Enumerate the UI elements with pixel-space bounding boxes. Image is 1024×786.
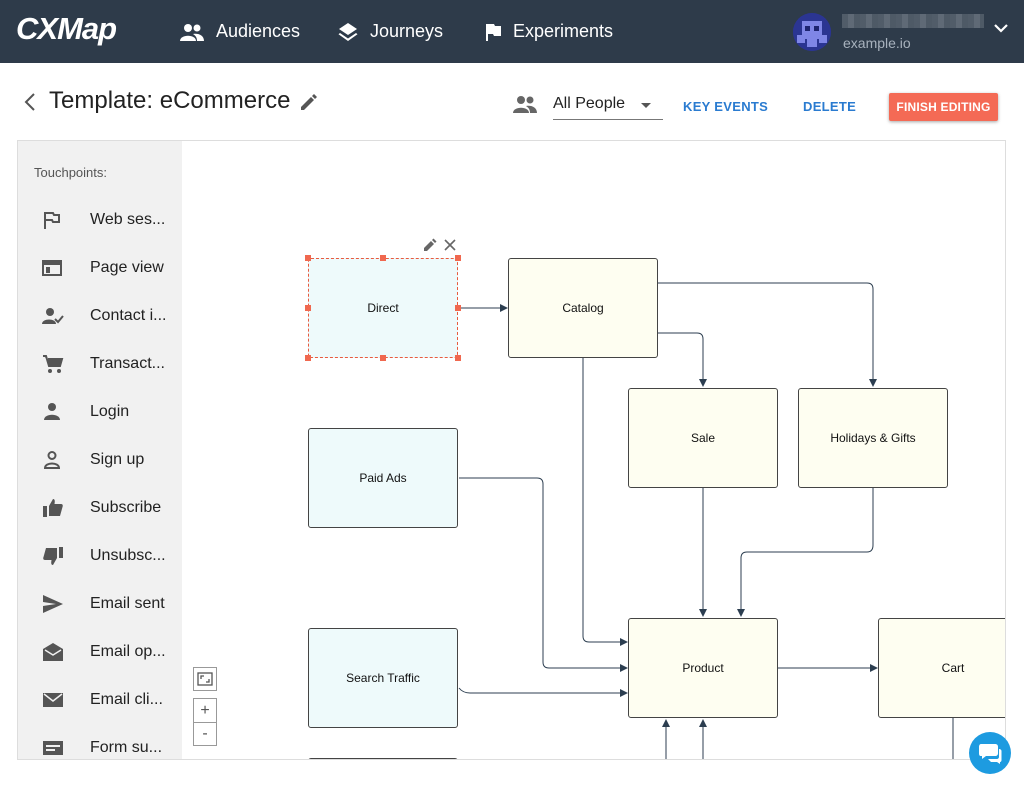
journey-canvas[interactable]: Direct Catalog Sale Holidays & Gifts Pai…	[182, 140, 1006, 760]
flag-outline-icon	[44, 212, 60, 229]
person-check-icon	[42, 308, 64, 324]
touchpoint-label: Form su...	[90, 739, 163, 756]
person-icon	[44, 403, 60, 420]
thumb-down-icon	[43, 547, 63, 565]
touchpoint-item[interactable]: Login	[18, 392, 182, 432]
nav-label: Journeys	[370, 21, 444, 41]
journey-node-catalog[interactable]: Catalog	[508, 258, 658, 358]
journey-node-search-traffic[interactable]: Search Traffic	[308, 628, 458, 728]
node-label: Sale	[690, 431, 716, 445]
touchpoint-item[interactable]: Transact...	[18, 344, 182, 384]
zoom-out-button[interactable]: -	[193, 722, 217, 746]
touchpoint-item[interactable]: Web ses...	[18, 200, 182, 240]
nav-experiments[interactable]: Experiments	[485, 0, 613, 63]
touchpoint-label: Web ses...	[90, 211, 166, 228]
user-name-redacted	[842, 14, 984, 28]
touchpoint-item[interactable]: Form su...	[18, 728, 182, 759]
person-outline-icon	[43, 451, 61, 469]
top-navigation-bar: CXMap Audiences Journeys Experiments exa…	[0, 0, 1024, 63]
node-label: Direct	[367, 301, 399, 315]
email-icon	[43, 693, 63, 707]
fit-to-screen-button[interactable]	[193, 667, 217, 691]
node-label: Search Traffic	[346, 671, 420, 685]
node-label: Paid Ads	[359, 471, 407, 485]
caret-down-icon	[641, 103, 651, 108]
journey-node-product[interactable]: Product	[628, 618, 778, 718]
people-icon	[180, 23, 204, 41]
audience-value: All People	[553, 95, 626, 112]
touchpoint-item[interactable]: Email cli...	[18, 680, 182, 720]
touchpoint-label: Page view	[90, 259, 164, 276]
user-avatar[interactable]	[793, 13, 831, 51]
nav-label: Audiences	[216, 21, 301, 41]
node-label: Product	[682, 661, 724, 675]
journey-node-paid-ads[interactable]: Paid Ads	[308, 428, 458, 528]
zoom-in-button[interactable]: +	[193, 698, 217, 722]
nav-label: Experiments	[513, 21, 614, 41]
touchpoints-sidebar: Touchpoints: Web ses... Page view Contac…	[17, 140, 183, 760]
resize-handle[interactable]	[380, 355, 386, 361]
journey-node-direct[interactable]: Direct	[308, 258, 458, 358]
touchpoint-label: Email cli...	[90, 691, 163, 708]
touchpoint-label: Transact...	[90, 355, 165, 372]
pixel-avatar-icon	[793, 13, 831, 51]
nav-journeys[interactable]: Journeys	[338, 0, 443, 63]
touchpoint-label: Unsubsc...	[90, 547, 166, 564]
touchpoint-item[interactable]: Email sent	[18, 584, 182, 624]
resize-handle[interactable]	[455, 255, 461, 261]
node-close-icon[interactable]	[444, 239, 456, 251]
journey-node-sale[interactable]: Sale	[628, 388, 778, 488]
touchpoint-label: Email sent	[90, 595, 165, 612]
resize-handle[interactable]	[305, 355, 311, 361]
touchpoint-label: Contact i...	[90, 307, 167, 324]
touchpoint-label: Email op...	[90, 643, 166, 660]
audience-people-icon	[513, 96, 537, 113]
page-title: Template: eCommerce	[49, 87, 291, 114]
app-logo[interactable]: CXMap	[16, 11, 117, 46]
touchpoint-label: Subscribe	[90, 499, 162, 516]
journey-node-holidays-gifts[interactable]: Holidays & Gifts	[798, 388, 948, 488]
pencil-icon[interactable]	[298, 91, 320, 113]
back-arrow-icon[interactable]	[23, 92, 37, 112]
key-events-button[interactable]: KEY EVENTS	[683, 99, 769, 114]
chevron-down-icon[interactable]	[994, 23, 1008, 33]
resize-handle[interactable]	[305, 305, 311, 311]
journey-node-cart[interactable]: Cart	[878, 618, 1005, 718]
touchpoint-item[interactable]: Email op...	[18, 632, 182, 672]
layers-icon	[338, 22, 358, 41]
chat-support-button[interactable]	[969, 732, 1011, 774]
cart-icon	[43, 355, 64, 373]
resize-handle[interactable]	[305, 255, 311, 261]
flag-icon	[486, 23, 501, 41]
touchpoint-item[interactable]: Subscribe	[18, 488, 182, 528]
resize-handle[interactable]	[455, 355, 461, 361]
node-edit-pencil-icon[interactable]	[423, 238, 437, 252]
journey-node-partial[interactable]	[308, 758, 458, 759]
delete-button[interactable]: DELETE	[803, 99, 857, 114]
send-icon	[43, 595, 63, 613]
connector-lines	[458, 282, 954, 759]
resize-handle[interactable]	[455, 305, 461, 311]
chat-bubble-icon	[979, 744, 1002, 764]
finish-editing-button[interactable]: FINISH EDITING	[889, 93, 998, 121]
sidebar-title: Touchpoints:	[34, 165, 107, 180]
touchpoint-item[interactable]: Contact i...	[18, 296, 182, 336]
resize-handle[interactable]	[380, 255, 386, 261]
touchpoint-label: Login	[90, 403, 130, 420]
email-open-icon	[43, 643, 63, 661]
fit-screen-icon	[197, 672, 213, 686]
touchpoint-item[interactable]: Unsubsc...	[18, 536, 182, 576]
audience-select[interactable]: All People	[553, 90, 663, 120]
node-label: Holidays & Gifts	[830, 431, 916, 445]
web-page-icon	[42, 260, 62, 276]
node-label: Catalog	[562, 301, 604, 315]
touchpoint-item[interactable]: Page view	[18, 248, 182, 288]
nav-audiences[interactable]: Audiences	[180, 0, 300, 63]
node-label: Cart	[941, 661, 965, 675]
touchpoint-item[interactable]: Sign up	[18, 440, 182, 480]
form-icon	[43, 741, 63, 755]
touchpoint-label: Sign up	[90, 451, 145, 468]
user-domain: example.io	[843, 35, 911, 51]
thumb-up-icon	[43, 499, 63, 517]
